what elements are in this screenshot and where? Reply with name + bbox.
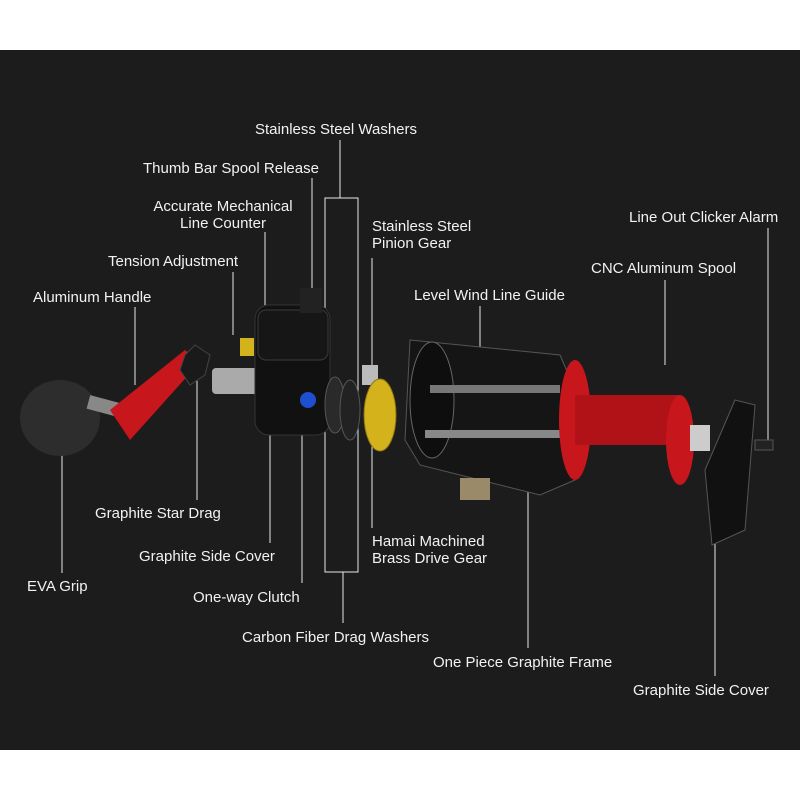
label-side-cover-right: Graphite Side Cover	[633, 682, 769, 699]
cnc-spool	[575, 395, 680, 445]
label-aluminum-handle: Aluminum Handle	[33, 289, 152, 306]
label-cnc-spool: CNC Aluminum Spool	[591, 260, 737, 277]
label-tension-adjustment: Tension Adjustment	[108, 253, 239, 270]
label-line-counter-line1: Accurate Mechanical	[153, 198, 293, 215]
label-clicker-alarm: Line Out Clicker Alarm	[629, 209, 779, 226]
label-level-wind: Level Wind Line Guide	[414, 287, 565, 304]
label-pinion-line2: Pinion Gear	[372, 235, 452, 252]
eva-grip-knob	[20, 380, 100, 456]
label-drive-gear: Hamai Machined Brass Drive Gear	[372, 533, 487, 567]
label-drive-gear-line2: Brass Drive Gear	[372, 550, 488, 567]
label-graphite-frame: One Piece Graphite Frame	[433, 654, 613, 671]
label-pinion-line1: Stainless Steel	[372, 218, 472, 235]
label-drive-gear-line1: Hamai Machined	[372, 533, 485, 550]
pinion-gear	[362, 365, 378, 385]
label-one-way-clutch: One-way Clutch	[193, 589, 300, 606]
label-star-drag: Graphite Star Drag	[95, 505, 221, 522]
aluminum-handle-arm	[110, 350, 200, 440]
label-stainless-steel-washers: Stainless Steel Washers	[255, 121, 418, 138]
brass-drive-gear	[363, 378, 397, 452]
label-pinion-gear: Stainless Steel Pinion Gear	[372, 218, 471, 252]
label-thumb-bar: Thumb Bar Spool Release	[143, 160, 319, 177]
label-side-cover-left: Graphite Side Cover	[139, 548, 275, 565]
label-eva-grip: EVA Grip	[27, 578, 88, 595]
label-line-counter: Accurate Mechanical Line Counter	[143, 198, 303, 232]
label-drag-washers: Carbon Fiber Drag Washers	[242, 629, 430, 646]
right-side-cover	[704, 399, 756, 546]
spring	[212, 368, 262, 394]
label-line-counter-line2: Line Counter	[180, 215, 266, 232]
